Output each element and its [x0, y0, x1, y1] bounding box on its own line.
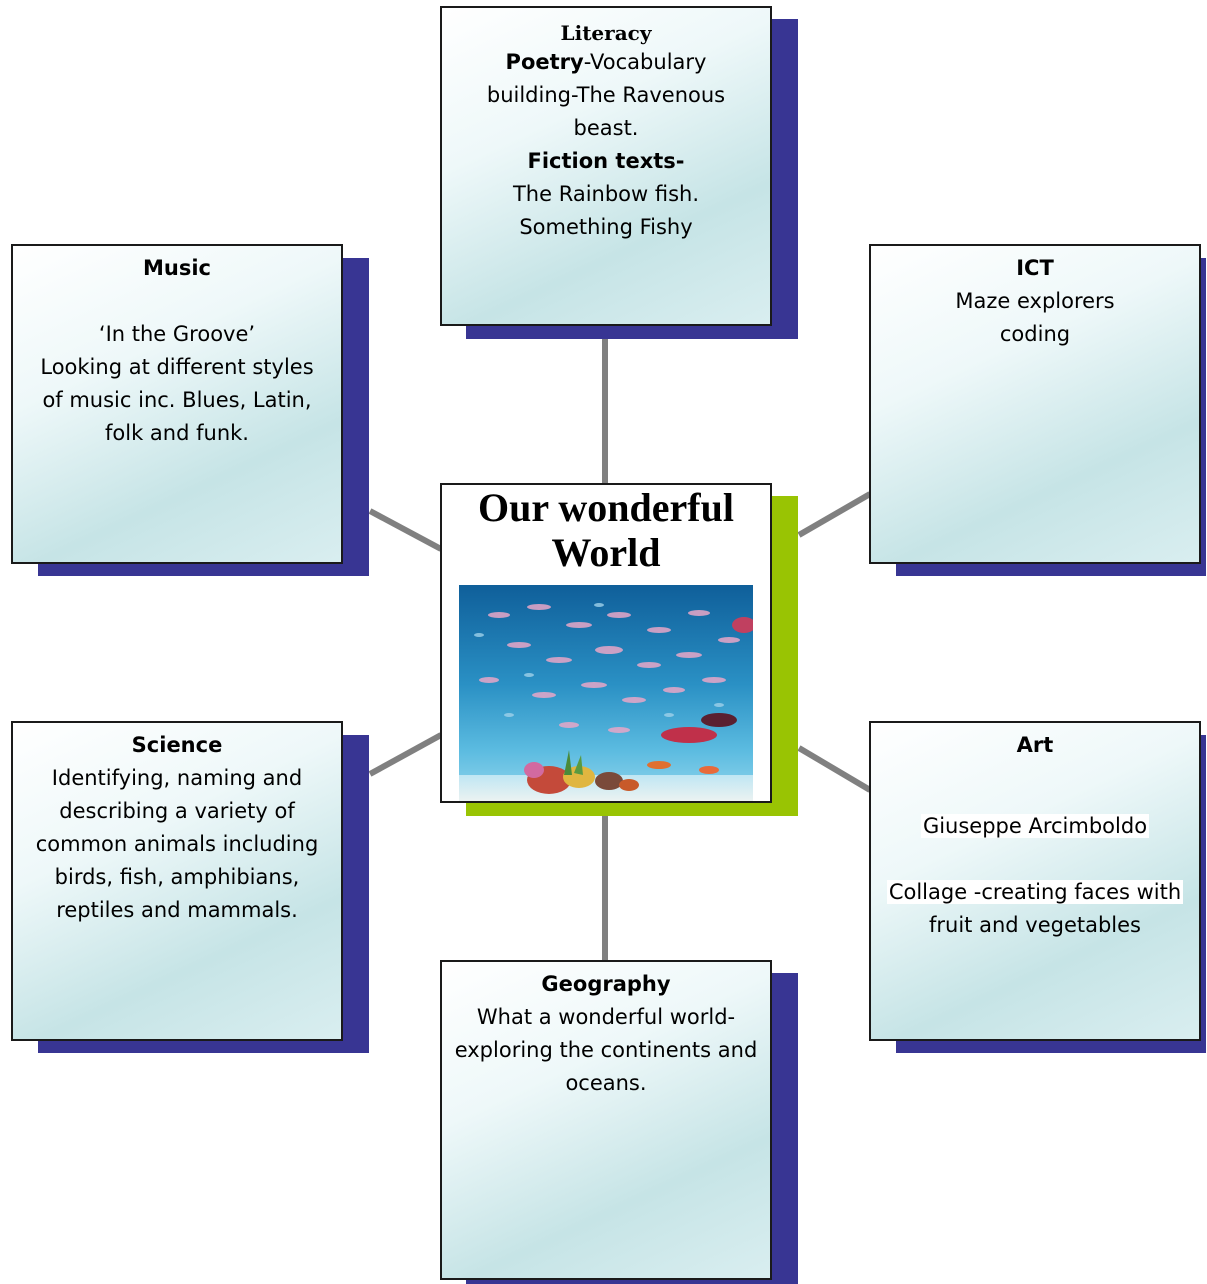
- science-heading: Science: [131, 733, 223, 757]
- science-line-3: common animals including: [35, 832, 319, 856]
- underwater-fish-image: [459, 585, 753, 801]
- ict-line-2: coding: [999, 322, 1071, 346]
- fiction-text-2: Something Fishy: [519, 215, 693, 239]
- center-title-line-2: World: [551, 530, 661, 575]
- ict-box: ICT Maze explorers coding: [869, 244, 1201, 564]
- music-line-4: folk and funk.: [105, 421, 249, 445]
- fiction-label: Fiction texts-: [527, 149, 685, 173]
- art-line-2: Collage -creating faces with: [886, 880, 1184, 904]
- center-topic-box: Our wonderful World: [440, 483, 772, 803]
- music-heading: Music: [143, 256, 211, 280]
- poetry-text-3: beast.: [573, 116, 639, 140]
- fiction-text-1: The Rainbow fish.: [512, 182, 700, 206]
- music-box: Music ‘In the Groove’ Looking at differe…: [11, 244, 343, 564]
- literacy-box: Literacy Poetry-Vocabulary building-The …: [440, 6, 772, 326]
- poetry-text-2: building-The Ravenous: [486, 83, 726, 107]
- music-line-1: ‘In the Groove’: [98, 322, 256, 346]
- science-line-1: Identifying, naming and: [51, 766, 303, 790]
- geography-line-1: What a wonderful world-: [476, 1005, 736, 1029]
- poetry-label: Poetry: [505, 50, 584, 74]
- art-heading: Art: [1016, 733, 1054, 757]
- connector-ict: [797, 491, 872, 538]
- ict-heading: ICT: [1016, 256, 1054, 280]
- music-line-2: Looking at different styles: [40, 355, 314, 379]
- art-line-3: fruit and vegetables: [929, 913, 1141, 937]
- connector-music: [368, 508, 443, 552]
- science-line-2: describing a variety of: [59, 799, 295, 823]
- center-title-line-1: Our wonderful: [478, 485, 734, 530]
- science-box: Science Identifying, naming and describi…: [11, 721, 343, 1041]
- science-line-4: birds, fish, amphibians,: [54, 865, 300, 889]
- ict-line-1: Maze explorers: [955, 289, 1115, 313]
- art-box: Art Giuseppe Arcimboldo Collage -creatin…: [869, 721, 1201, 1041]
- geography-box: Geography What a wonderful world- explor…: [440, 960, 772, 1280]
- literacy-heading: Literacy: [560, 21, 652, 45]
- geography-heading: Geography: [541, 972, 671, 996]
- connector-science: [368, 732, 443, 777]
- geography-line-2: exploring the continents and: [454, 1038, 758, 1062]
- connector-art: [797, 745, 872, 793]
- music-line-3: of music inc. Blues, Latin,: [42, 388, 312, 412]
- art-line-1: Giuseppe Arcimboldo: [920, 814, 1150, 838]
- geography-line-3: oceans.: [565, 1071, 647, 1095]
- poetry-text: -Vocabulary: [583, 50, 707, 74]
- science-line-5: reptiles and mammals.: [56, 898, 298, 922]
